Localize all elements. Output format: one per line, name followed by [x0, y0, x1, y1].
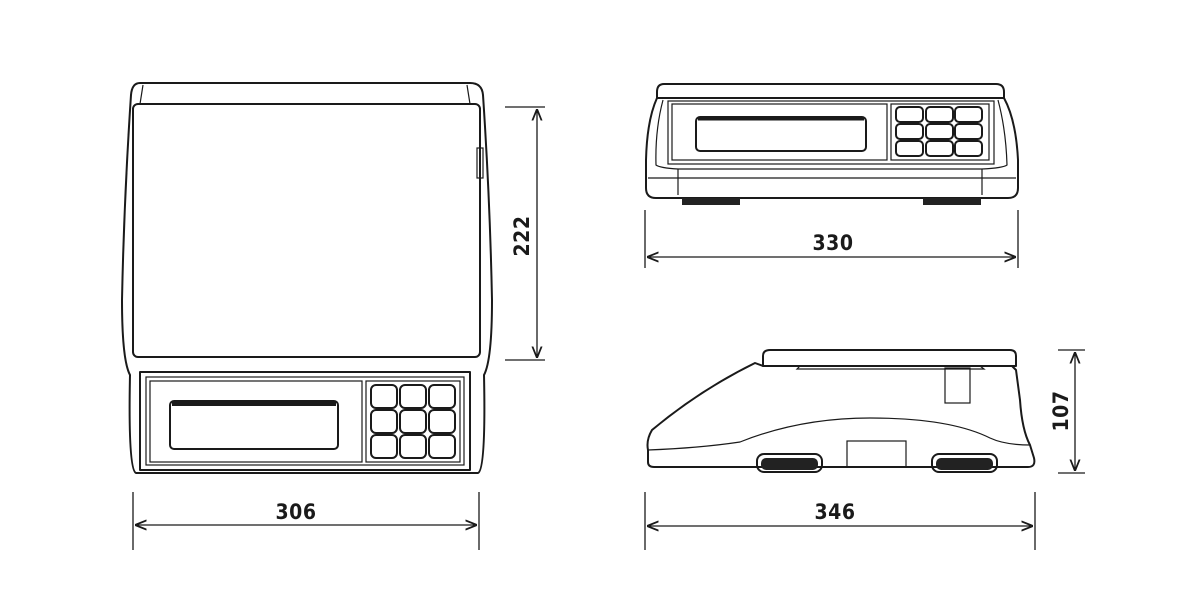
side-view: 346 107	[644, 349, 1085, 550]
foot	[682, 198, 740, 205]
dimension-width-330: 330	[813, 231, 854, 255]
dimension-width-306: 306	[276, 500, 317, 524]
display-window	[695, 116, 867, 152]
dimension-height-107: 107	[1049, 391, 1073, 432]
dimension-length-346: 346	[815, 500, 856, 524]
display-window	[169, 400, 339, 450]
foot	[923, 198, 981, 205]
foot	[756, 453, 823, 473]
front-view: 330	[644, 83, 1019, 268]
platter	[656, 83, 1005, 99]
keypad	[370, 384, 456, 459]
display-panel	[139, 371, 471, 471]
top-view: 306 222	[121, 82, 545, 550]
foot	[931, 453, 998, 473]
platter	[762, 349, 1017, 367]
keypad	[895, 106, 983, 157]
platter	[132, 103, 481, 358]
dimension-depth-222: 222	[510, 216, 534, 257]
